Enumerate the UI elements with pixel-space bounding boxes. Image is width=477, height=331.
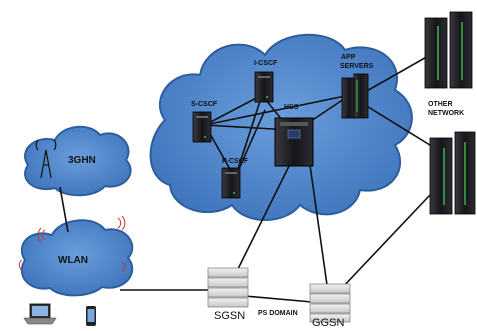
wifi-signal-icons [18, 215, 126, 273]
link-app-other2 [364, 104, 439, 151]
app-servers [341, 73, 369, 119]
i-cscf-server [254, 71, 274, 103]
label-p-cscf: P-CSCF [222, 158, 249, 165]
hss-server [274, 117, 314, 167]
link-sgsn-ggsn [244, 295, 313, 303]
label-other-network-1: OTHER [428, 101, 453, 108]
label-app-servers-1: APP [341, 54, 356, 61]
label-ps-domain: PS DOMAIN [258, 310, 298, 317]
label-3ghn: 3GHN [68, 155, 96, 166]
wlan-cloud [20, 219, 134, 297]
3ghn-cloud [24, 125, 132, 197]
link-ggsn-other [339, 194, 431, 291]
cell-tower-icon [35, 139, 57, 179]
link-3ghn-wlan [59, 186, 69, 233]
other-network-racks-top [424, 11, 473, 89]
laptop-icon [23, 303, 57, 325]
ggsn-rack [309, 283, 351, 323]
link-icscf-pcscf [234, 94, 263, 179]
s-cscf-server [192, 111, 212, 143]
link-app-other1 [364, 54, 431, 93]
label-other-network-2: NETWORK [428, 110, 465, 117]
label-i-cscf: I-CSCF [254, 60, 278, 67]
label-s-cscf: S-CSCF [191, 101, 218, 108]
p-cscf-server [221, 167, 241, 199]
label-sgsn: SGSN [214, 310, 246, 322]
link-scscf-app [204, 94, 351, 126]
link-scscf-icscf [204, 94, 263, 126]
label-ggsn: GGSN [312, 317, 345, 329]
link-pcscf-icscf2 [234, 109, 266, 179]
link-hss-sgsn [234, 159, 293, 276]
link-hss-ggsn [309, 164, 329, 293]
phone-icon [86, 306, 96, 326]
label-wlan: WLAN [58, 255, 88, 266]
sgsn-rack [207, 267, 249, 308]
label-app-servers-2: SERVERS [340, 63, 374, 70]
other-network-racks-bottom [429, 131, 476, 215]
label-hss: HSS [284, 104, 299, 111]
